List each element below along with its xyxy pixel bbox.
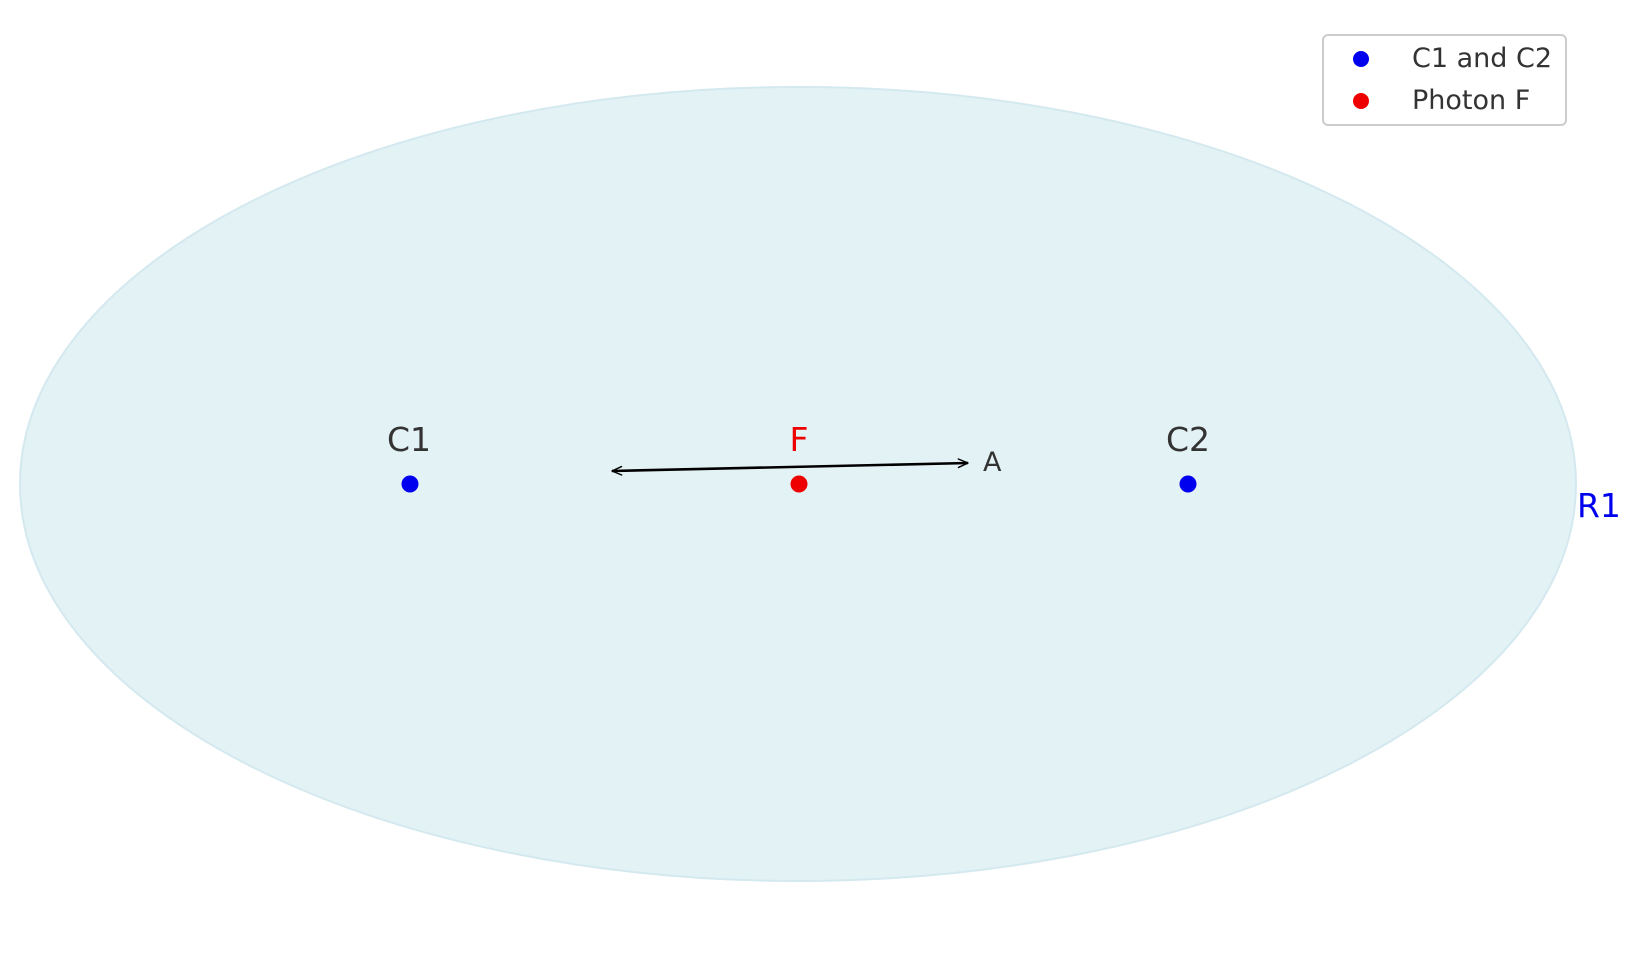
label-c1: C1	[387, 420, 431, 459]
photon-f-marker	[790, 475, 808, 493]
dot-icon	[1353, 93, 1369, 109]
double-arrow-icon	[611, 458, 969, 476]
label-c2: C2	[1166, 420, 1210, 459]
label-photon-f: F	[790, 420, 809, 459]
label-arrow-a: A	[983, 447, 1002, 478]
dot-icon	[1353, 51, 1369, 67]
label-region-r1: R1	[1577, 486, 1621, 525]
legend: C1 and C2 Photon F	[1322, 34, 1567, 126]
legend-label-photon: Photon F	[1412, 85, 1531, 116]
particle-c1-marker	[401, 475, 419, 493]
particle-c2-marker	[1179, 475, 1197, 493]
legend-label-particles: C1 and C2	[1412, 43, 1553, 74]
